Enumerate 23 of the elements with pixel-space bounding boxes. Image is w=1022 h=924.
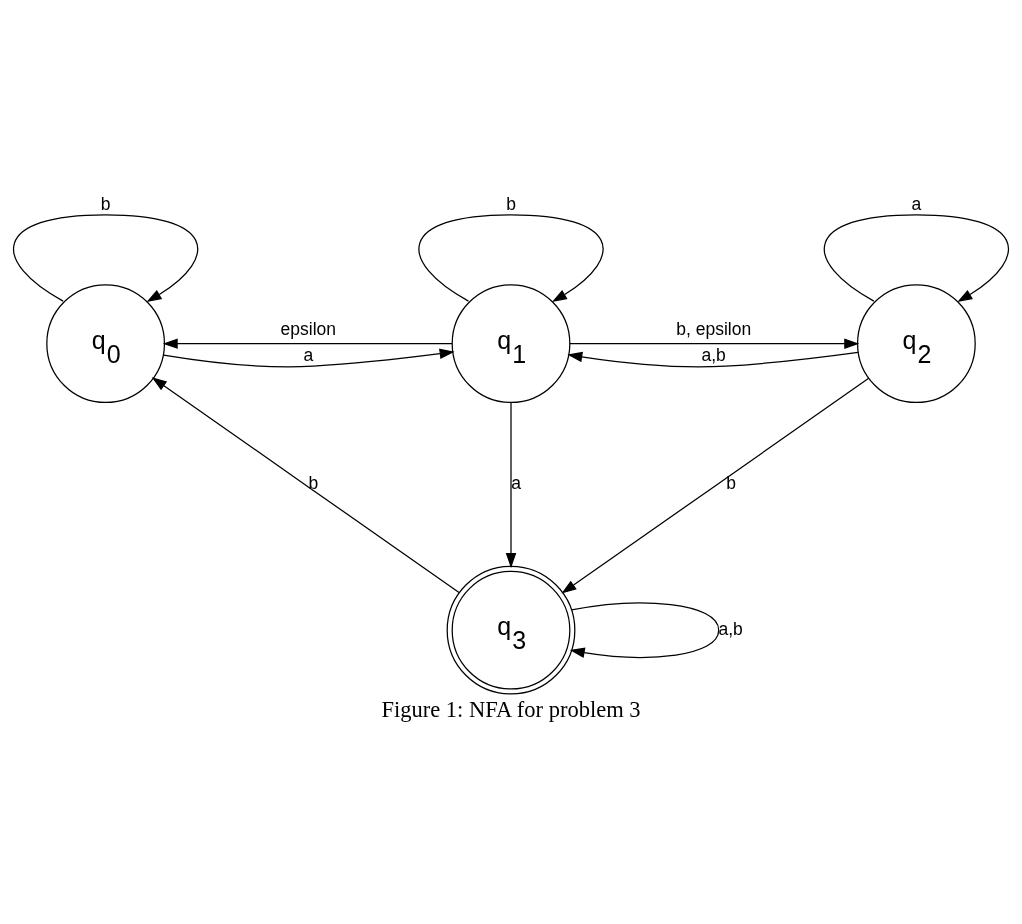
caption: Figure 1: NFA for problem 3 (381, 696, 641, 722)
edge-label: a (911, 193, 922, 214)
arrow (151, 376, 460, 593)
arrow (418, 213, 604, 302)
edge-label: b (726, 472, 737, 493)
edge-label: b (506, 193, 516, 214)
arrow (505, 401, 517, 568)
edge-label: epsilon (280, 318, 337, 339)
edge-label: a,b (718, 618, 743, 639)
edge-label: a (511, 472, 521, 493)
arrow (569, 337, 860, 349)
arrow (163, 348, 455, 367)
arrow (561, 377, 870, 594)
edge-label: b (100, 193, 111, 214)
arrow (823, 213, 1010, 302)
edge-label: a (303, 344, 314, 365)
arrow (567, 351, 859, 368)
edge-label: b (308, 472, 319, 493)
arrow (13, 213, 199, 302)
arrow (162, 337, 453, 349)
edge-label: a,b (701, 344, 726, 365)
edge-label: b, epsilon (676, 318, 752, 339)
arrow (569, 601, 720, 658)
